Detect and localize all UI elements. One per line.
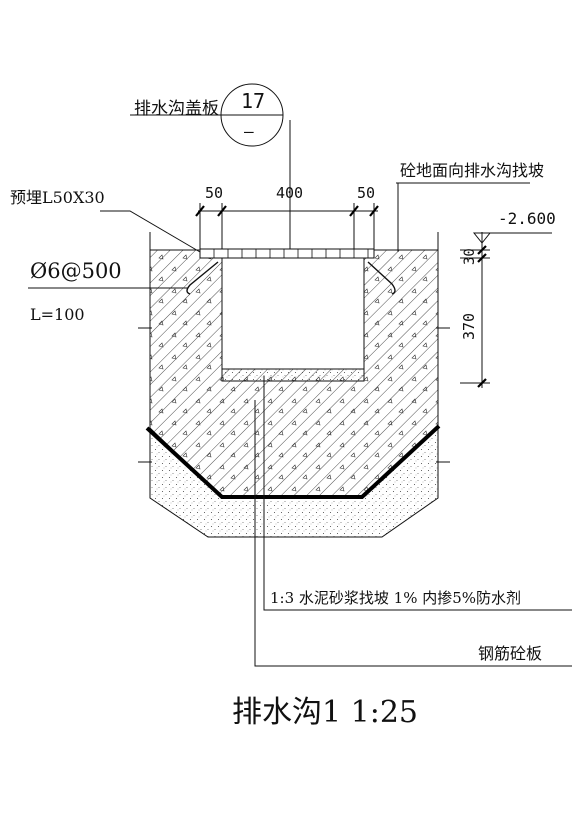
dim-top-thickness: 30 xyxy=(462,248,478,265)
rebar-hook-right xyxy=(367,261,396,295)
rebar-hook-left xyxy=(186,261,219,295)
mortar-note: 1:3 水泥砂浆找坡 1% 内掺5%防水剂 xyxy=(270,589,521,607)
drawing-title: 排水沟1 1:25 xyxy=(232,695,418,730)
break-lines xyxy=(138,232,450,463)
rebar-label: Ø6@500 xyxy=(30,259,122,283)
dim-left-flange: 50 xyxy=(205,184,223,202)
elevation-label: -2.600 xyxy=(498,209,556,228)
cover-plate-label: 排水沟盖板 xyxy=(134,99,219,119)
dim-right-flange: 50 xyxy=(357,184,375,202)
waterproof-membrane xyxy=(145,424,441,499)
dim-opening: 400 xyxy=(276,184,303,202)
dim-depth: 370 xyxy=(460,313,478,340)
embedded-label: 预埋L50X30 xyxy=(10,188,105,207)
top-dimension xyxy=(195,203,379,249)
rc-slab-label: 钢筋砼板 xyxy=(478,644,542,663)
detail-sheet: — xyxy=(244,122,254,141)
embedded-angle-left xyxy=(200,257,223,263)
embedded-leader xyxy=(100,210,201,253)
ditch-cavity xyxy=(221,256,365,370)
mortar-layer xyxy=(221,368,365,382)
slab-leader xyxy=(254,400,572,667)
slope-leader xyxy=(396,182,530,252)
slope-note: 砼地面向排水沟找坡 xyxy=(400,161,544,180)
detail-number: 17 xyxy=(241,89,265,113)
cover-plate-slots xyxy=(213,249,369,258)
rebar-length: L=100 xyxy=(30,305,85,324)
right-dimension xyxy=(460,232,552,388)
embedded-angle-right xyxy=(363,257,374,263)
mortar-leader xyxy=(263,376,572,611)
cover-plate xyxy=(199,248,375,259)
